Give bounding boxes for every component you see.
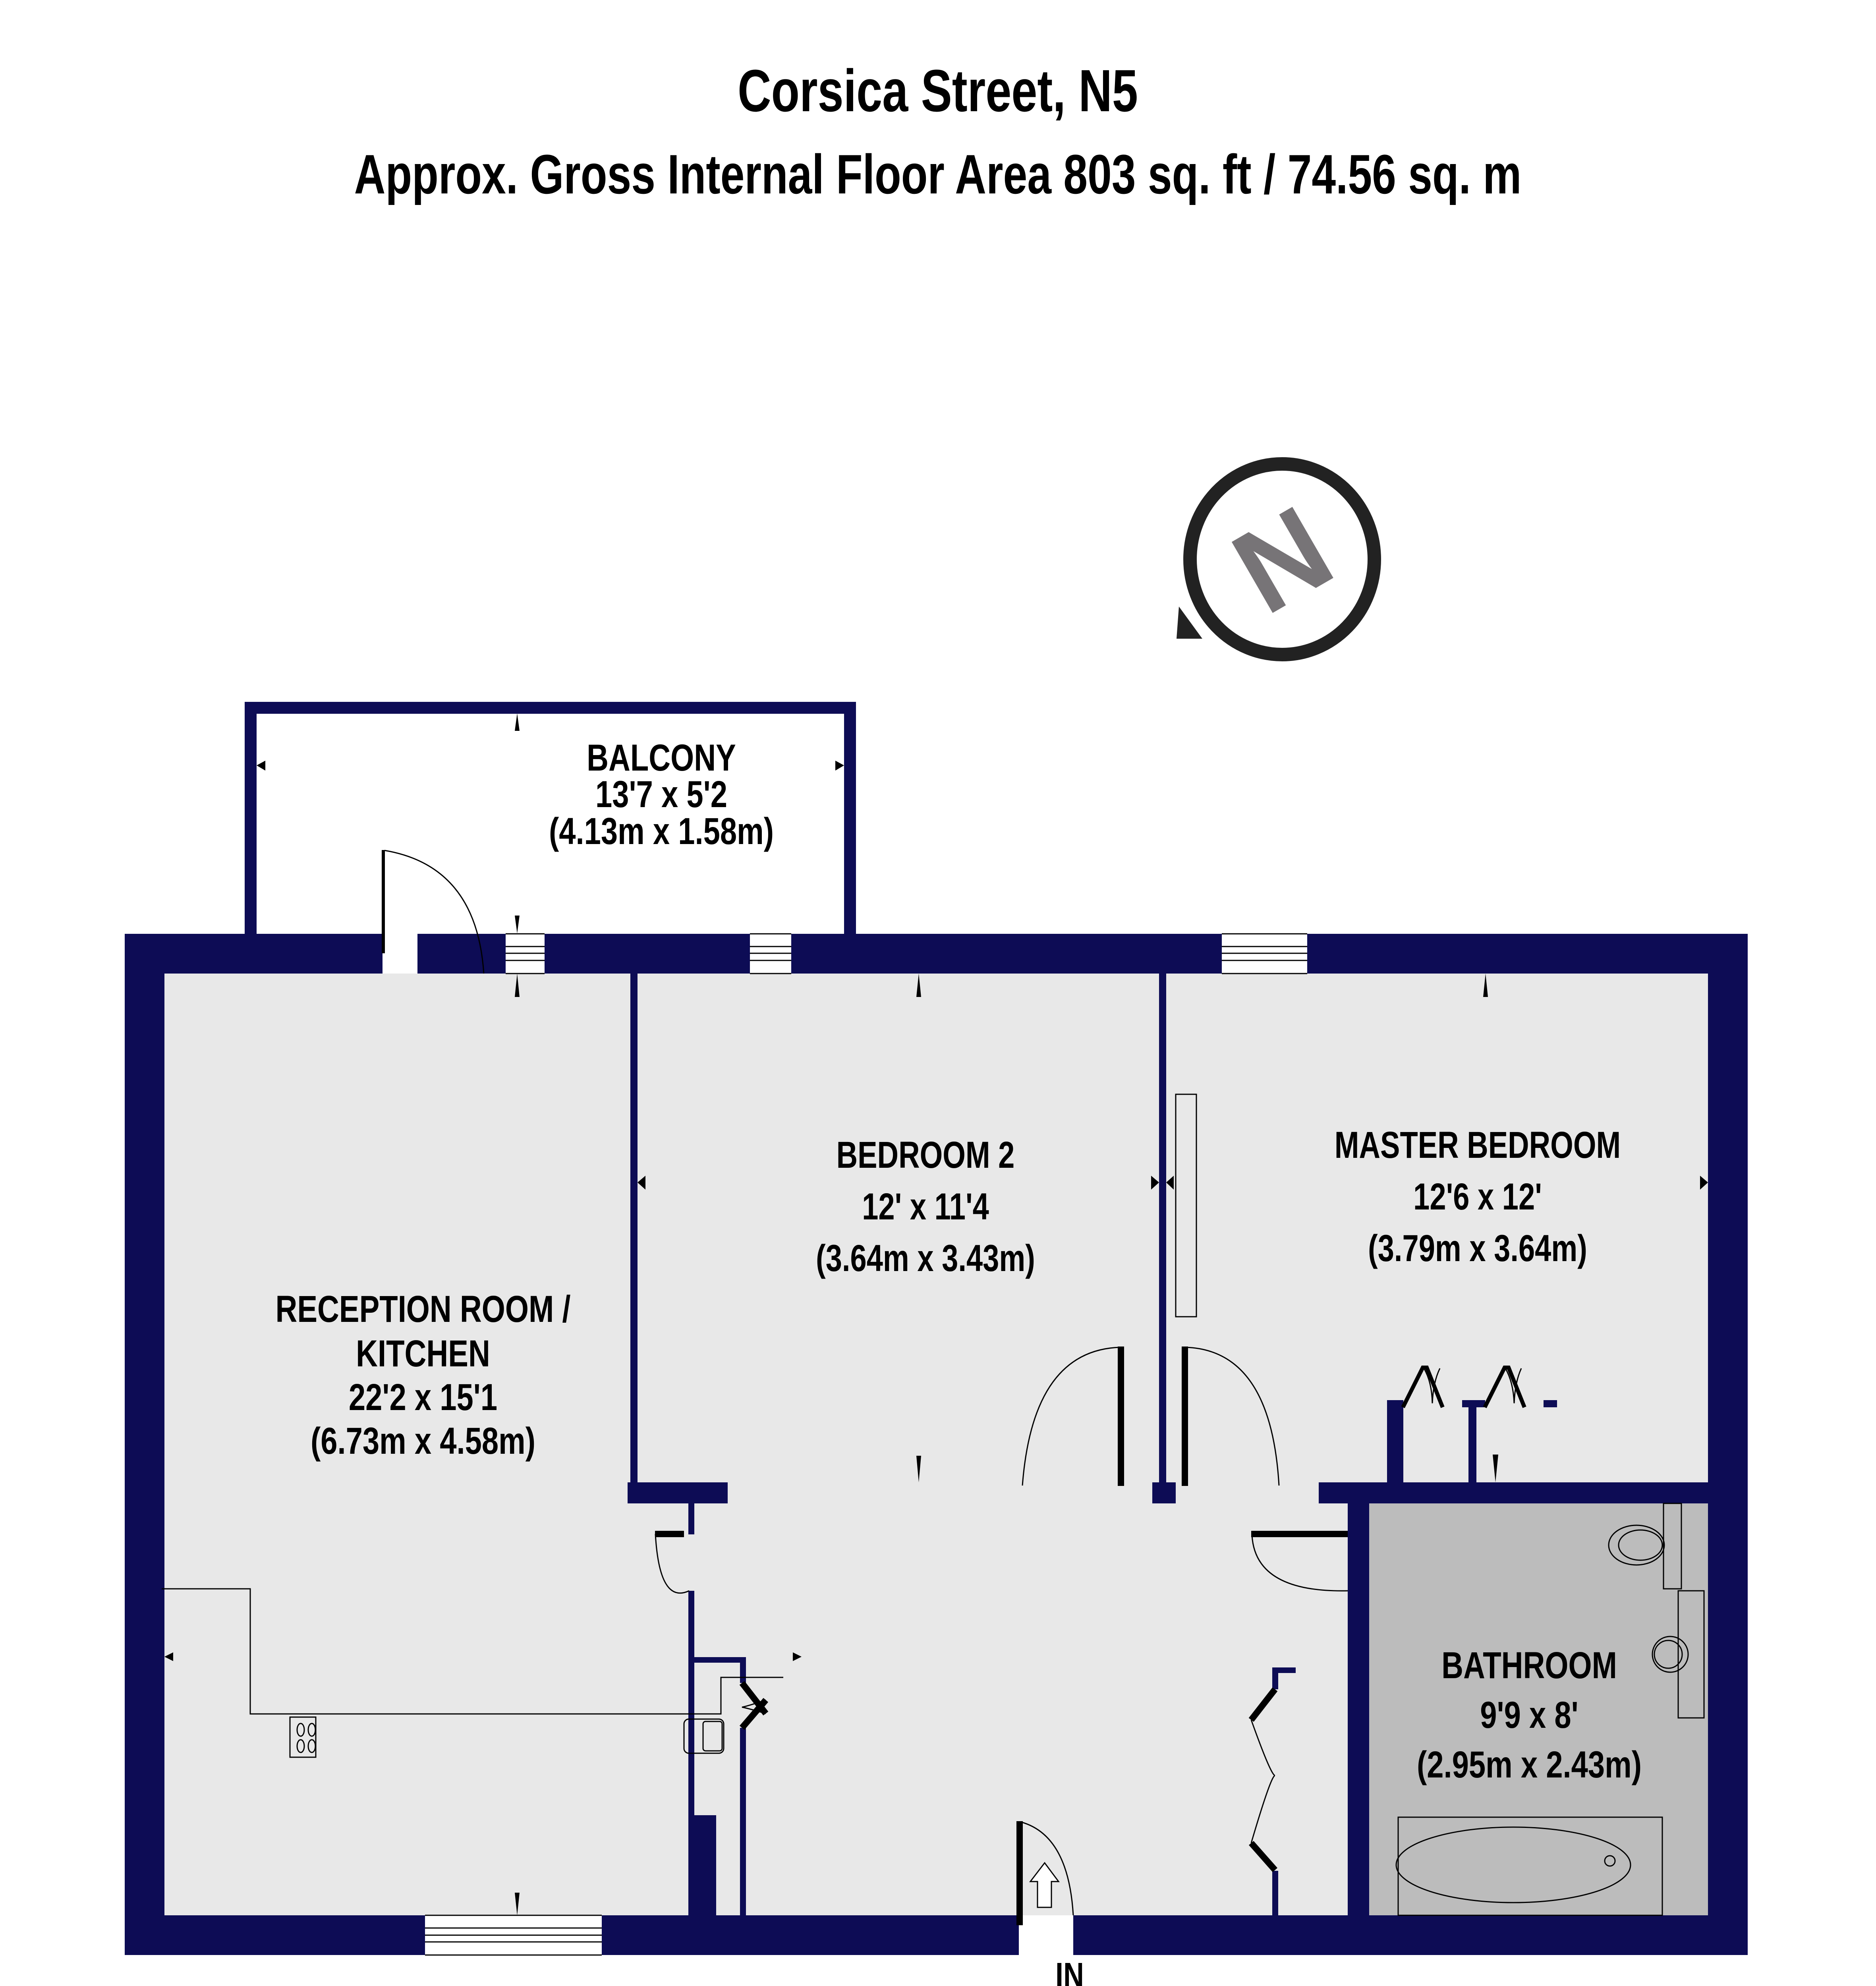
window-bedroom2 <box>750 933 791 974</box>
label-bedroom2: BEDROOM 2 12' x 11'4 (3.64m x 3.43m) <box>816 1134 1035 1279</box>
toilet-icon <box>1608 1503 1682 1590</box>
window-kitchen <box>425 1915 602 1956</box>
label-balcony: BALCONY 13'7 x 5'2 (4.13m x 1.58m) <box>549 737 774 852</box>
room-fills <box>159 974 1708 1915</box>
interior-walls <box>628 974 1716 1915</box>
master-name: MASTER BEDROOM <box>1335 1124 1621 1166</box>
label-master-bedroom: MASTER BEDROOM 12'6 x 12' (3.79m x 3.64m… <box>1335 1124 1621 1269</box>
master-imperial: 12'6 x 12' <box>1413 1176 1542 1218</box>
master-metric: (3.79m x 3.64m) <box>1368 1227 1587 1269</box>
entrance-label: IN <box>1055 1955 1084 1986</box>
compass-letter: N <box>1212 480 1353 639</box>
hob-icon <box>289 1716 317 1758</box>
sink-icon <box>683 1718 725 1754</box>
floor-area-subtitle: Approx. Gross Internal Floor Area 803 sq… <box>354 143 1522 205</box>
north-compass-icon: N <box>1177 457 1381 661</box>
dimension-arrows <box>164 713 1708 1915</box>
label-bathroom: BATHROOM 9'9 x 8' (2.95m x 2.43m) <box>1417 1644 1642 1786</box>
bathroom-imperial: 9'9 x 8' <box>1480 1694 1578 1736</box>
balcony-name: BALCONY <box>587 737 736 779</box>
fixtures <box>162 1093 1705 1916</box>
label-reception: RECEPTION ROOM / KITCHEN 22'2 x 15'1 (6.… <box>275 1288 570 1462</box>
reception-metric: (6.73m x 4.58m) <box>311 1420 535 1462</box>
header: Corsica Street, N5 Approx. Gross Interna… <box>354 57 1522 205</box>
bedroom2-name: BEDROOM 2 <box>837 1134 1015 1176</box>
bathroom-name: BATHROOM <box>1441 1644 1617 1687</box>
bathroom-metric: (2.95m x 2.43m) <box>1417 1744 1642 1786</box>
entrance-arrow-icon <box>1029 1862 1060 1908</box>
reception-imperial: 22'2 x 15'1 <box>349 1376 497 1418</box>
reception-name-line2: KITCHEN <box>356 1333 490 1375</box>
reception-name-line1: RECEPTION ROOM / <box>275 1288 570 1330</box>
openings <box>383 933 1307 1956</box>
balcony-door <box>382 850 485 974</box>
balcony <box>245 702 856 934</box>
property-title: Corsica Street, N5 <box>738 57 1138 124</box>
bedroom2-metric: (3.64m x 3.43m) <box>816 1237 1035 1279</box>
window-reception-top <box>506 933 545 974</box>
balcony-metric: (4.13m x 1.58m) <box>549 810 774 852</box>
bedroom2-imperial: 12' x 11'4 <box>862 1186 989 1228</box>
window-master-bedroom <box>1222 933 1307 974</box>
room-labels: BALCONY 13'7 x 5'2 (4.13m x 1.58m) RECEP… <box>275 737 1642 1986</box>
bathtub-icon <box>1395 1816 1663 1916</box>
interior-doors <box>655 1347 1526 1925</box>
basin-icon <box>1652 1590 1705 1719</box>
balcony-imperial: 13'7 x 5'2 <box>595 773 727 815</box>
